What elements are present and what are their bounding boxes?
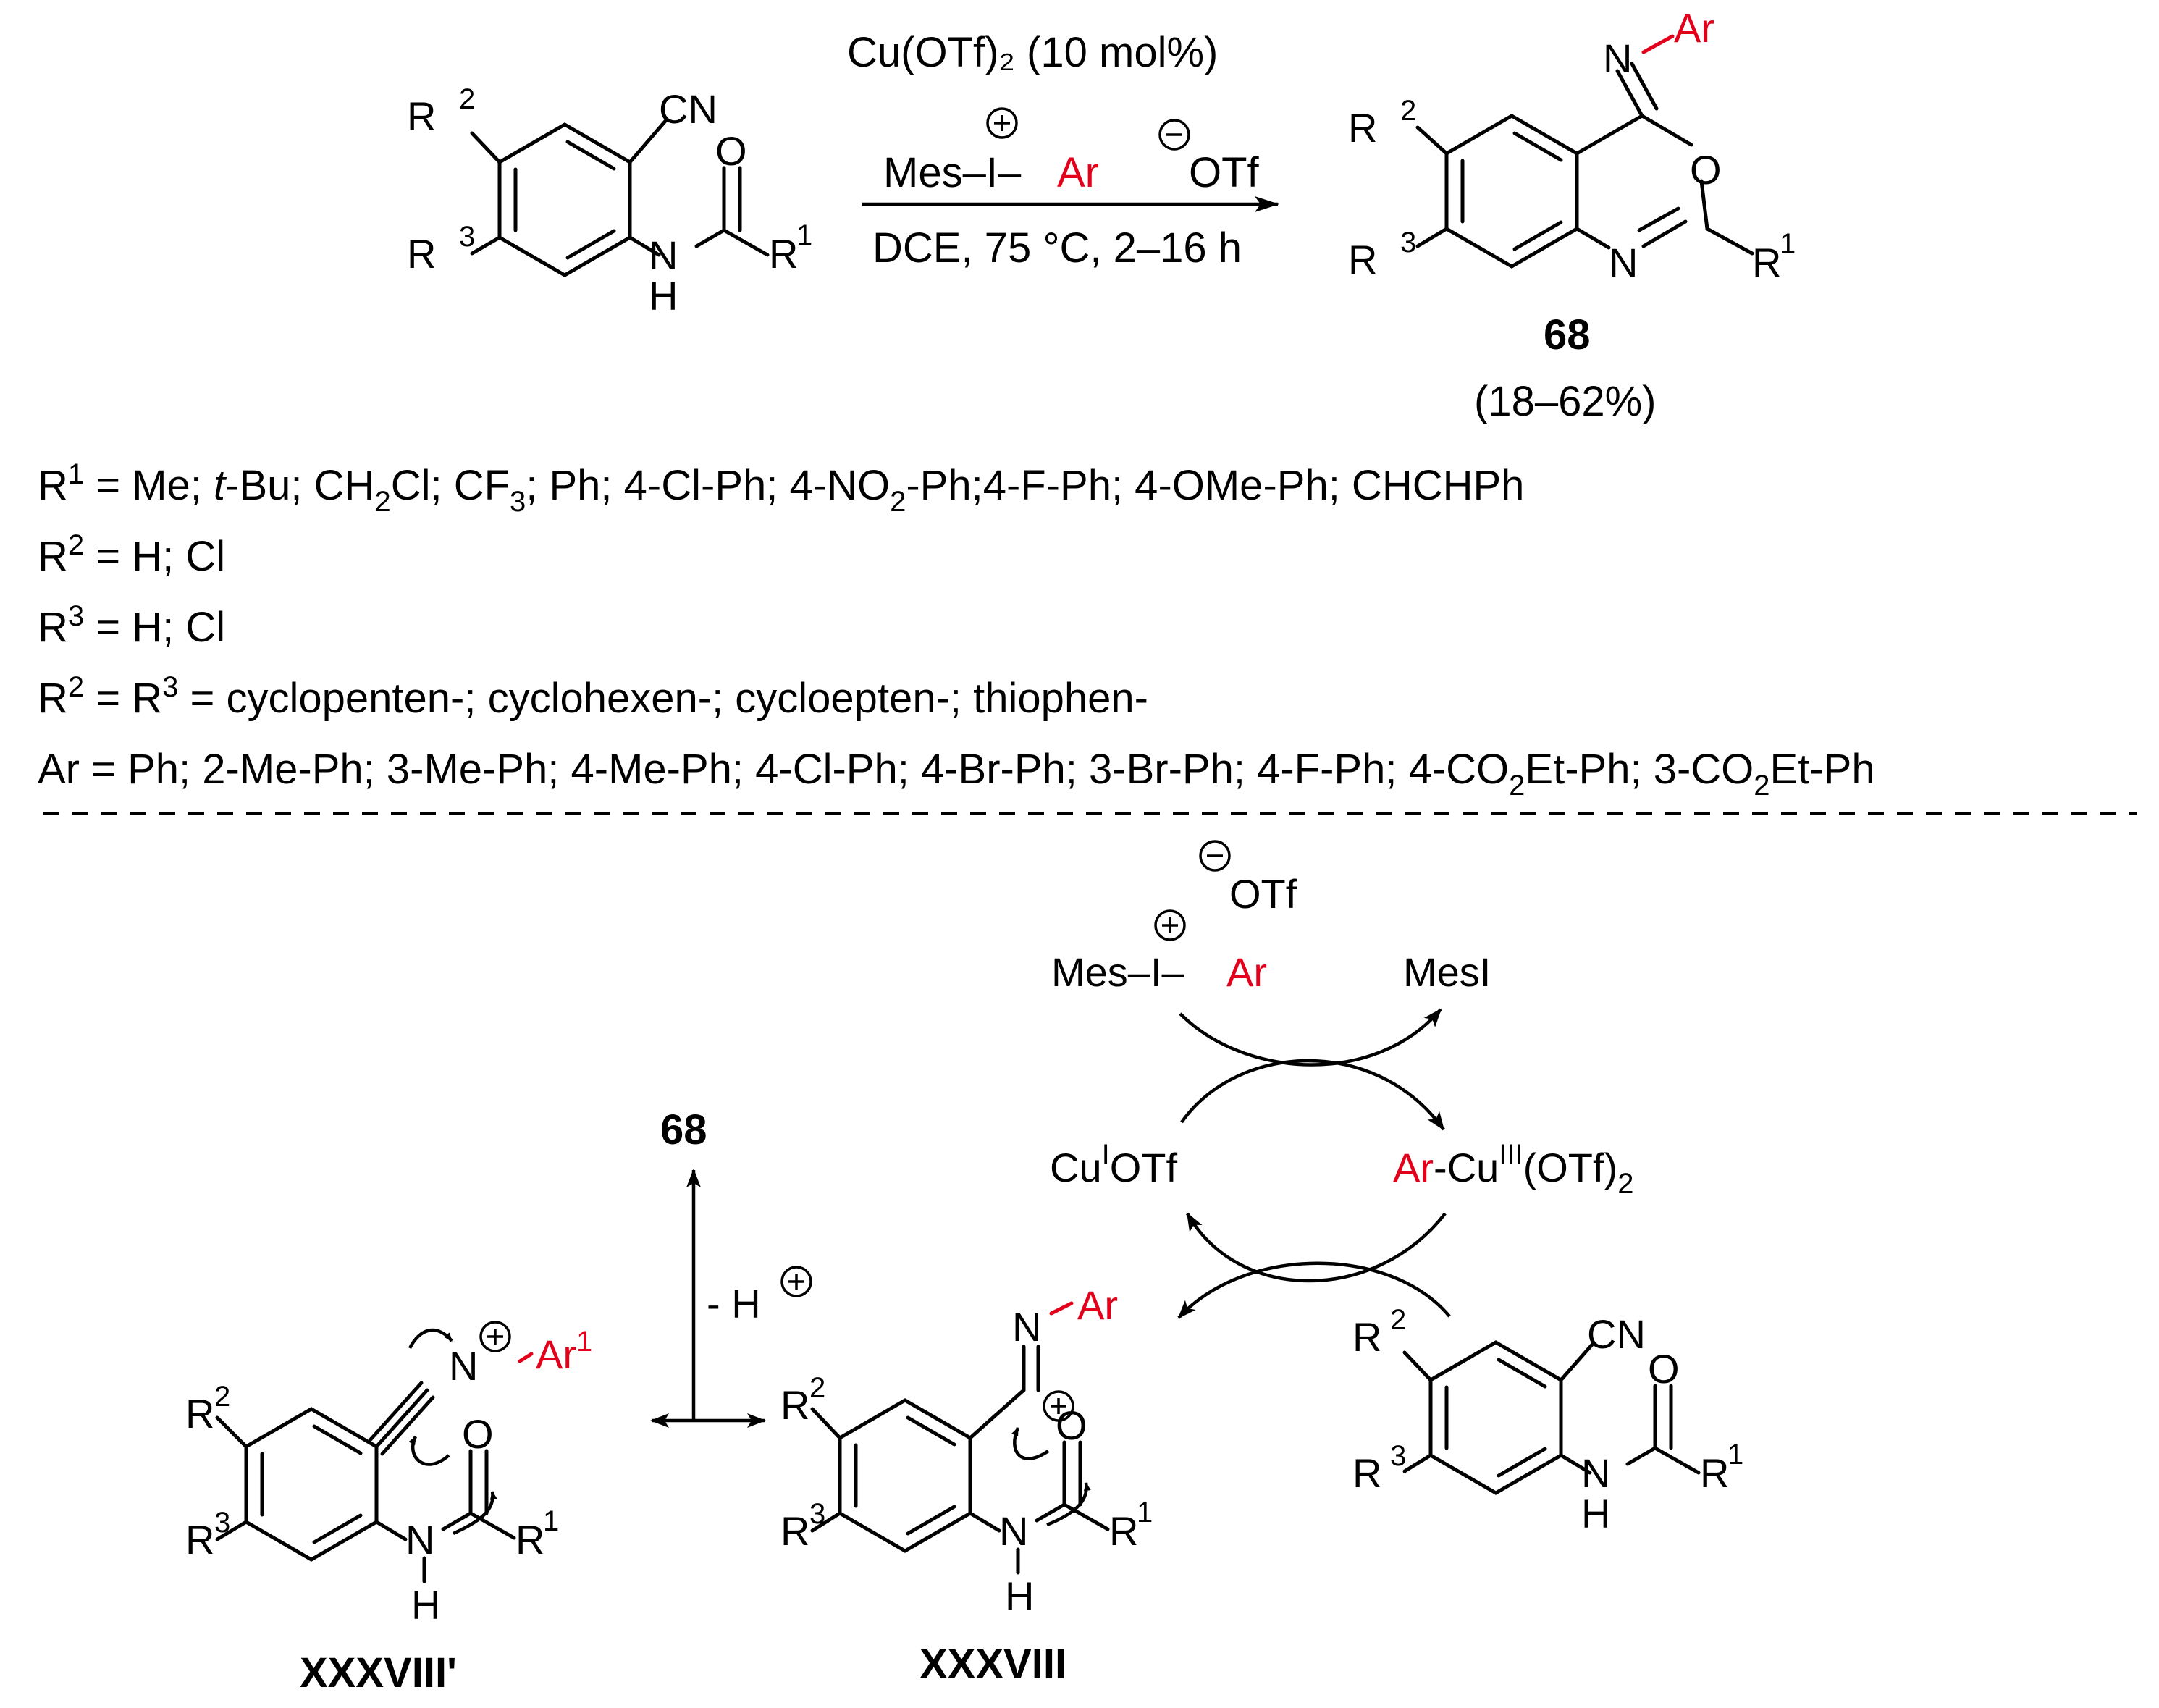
ms-r1-label: R	[1700, 1450, 1729, 1496]
product-yield: (18–62%)	[1474, 378, 1656, 425]
svg-text:1: 1	[1137, 1497, 1153, 1528]
product-68: N Ar O N R 1 R 2 R 3 68 (18–62%)	[1348, 5, 1796, 425]
sm-r2-label: R	[407, 93, 436, 139]
svg-text:2: 2	[1390, 1304, 1406, 1336]
r2-list: R2 = H; Cl	[38, 529, 225, 580]
svg-text:1: 1	[1780, 228, 1796, 260]
i-n-label: N	[1012, 1304, 1041, 1350]
arc-to-cu1	[1186, 1212, 1447, 1283]
ip-r3-label: R	[185, 1517, 214, 1562]
reagent-otf-label: OTf	[1189, 149, 1260, 196]
product-n-ring-label: N	[1609, 240, 1638, 285]
i-r2-label: R	[780, 1382, 809, 1428]
cycle-otf-label: OTf	[1229, 871, 1297, 917]
arc-to-intermediate	[1177, 1261, 1451, 1319]
arc-to-mesi	[1179, 1008, 1442, 1067]
minus-h-label: - H	[707, 1281, 761, 1326]
cycle-cu3-label: Ar-CuIII(OTf)2	[1393, 1139, 1633, 1200]
svg-text:1: 1	[796, 219, 812, 251]
cycle-mesi-label: MesI	[1403, 949, 1491, 995]
i-compound-label: XXXVIII	[919, 1641, 1066, 1688]
sm-r3-label: R	[407, 231, 436, 277]
i-o-label: O	[1056, 1402, 1087, 1448]
intermediate-xxxviii-prime: R 2 R 3 N Ar1 O N H R 1 XXXVIII'	[185, 1321, 592, 1696]
i-ar-label: Ar	[1077, 1282, 1118, 1328]
solvent-label: DCE, 75 °C, 2–16 h	[872, 224, 1242, 272]
ms-r3-label: R	[1352, 1450, 1381, 1496]
ip-o-label: O	[462, 1411, 494, 1457]
product-compound-number: 68	[1544, 311, 1591, 358]
r2r3-list: R2 = R3 = cyclopenten-; cyclohexen-; cyc…	[38, 671, 1148, 722]
catalytic-cycle: OTf Mes–I– Ar MesI CuIOTf Ar-CuIII(OTf)2	[1050, 840, 1633, 1319]
product-r2-label: R	[1348, 105, 1377, 151]
cycle-cu1-label: CuIOTf	[1050, 1139, 1177, 1190]
svg-text:1: 1	[543, 1505, 559, 1537]
mech-68-label: 68	[660, 1106, 707, 1153]
arc-to-cu3	[1180, 1059, 1445, 1131]
sm-r1-label: R	[769, 231, 798, 277]
svg-text:3: 3	[214, 1507, 230, 1539]
ms-h-label: H	[1581, 1491, 1610, 1536]
svg-text:2: 2	[459, 83, 475, 115]
ms-o-label: O	[1648, 1346, 1680, 1392]
i-h-label: H	[1005, 1573, 1034, 1619]
ip-n-label: N	[449, 1343, 478, 1389]
sm-n-label: N	[649, 232, 678, 278]
ip-h-label: H	[411, 1582, 440, 1628]
starting-material: R 2 R 3 CN O N H R 1	[407, 83, 812, 319]
deprotonation-step: 68 - H	[650, 1106, 812, 1428]
sm-o-label: O	[715, 128, 747, 174]
svg-text:2: 2	[214, 1381, 230, 1413]
ip-r2-label: R	[185, 1391, 214, 1436]
product-o-label: O	[1690, 147, 1722, 193]
product-r3-label: R	[1348, 237, 1377, 282]
reagent-mes-label: Mes–I–	[883, 149, 1022, 196]
ms-cn-label: CN	[1587, 1311, 1646, 1357]
svg-text:1: 1	[1727, 1439, 1743, 1471]
cycle-reagent-ar: Ar	[1226, 949, 1267, 995]
r3-list: R3 = H; Cl	[38, 600, 225, 651]
svg-text:3: 3	[1400, 227, 1416, 258]
catalyst-label: Cu(OTf)₂ (10 mol%)	[847, 29, 1218, 76]
svg-text:2: 2	[1400, 95, 1416, 127]
i-r3-label: R	[780, 1508, 809, 1554]
ar-list: Ar = Ph; 2-Me-Ph; 3-Me-Ph; 4-Me-Ph; 4-Cl…	[38, 746, 1875, 802]
intermediate-xxxviii: R 2 R 3 N Ar O N H R 1 XXXVIII	[780, 1282, 1153, 1688]
product-n-imine-label: N	[1603, 35, 1632, 81]
reagent-ar-label: Ar	[1057, 149, 1099, 196]
ms-n-label: N	[1581, 1450, 1610, 1496]
r1-list: R1 = Me; t-Bu; CH2Cl; CF3; Ph; 4-Cl-Ph; …	[38, 458, 1524, 518]
product-r1-label: R	[1752, 240, 1781, 285]
reaction-conditions: Cu(OTf)₂ (10 mol%) Mes–I– Ar OTf DCE, 75…	[847, 29, 1279, 272]
svg-text:2: 2	[809, 1372, 825, 1404]
i-r1-label: R	[1109, 1508, 1138, 1554]
sm-h-label: H	[649, 273, 678, 319]
substituent-list: R1 = Me; t-Bu; CH2Cl; CF3; Ph; 4-Cl-Ph; …	[38, 458, 1875, 802]
svg-text:3: 3	[1390, 1440, 1406, 1472]
ip-n-amide-label: N	[405, 1517, 434, 1562]
i-n-amide-label: N	[999, 1508, 1028, 1554]
ip-ar1-label: Ar1	[536, 1326, 592, 1377]
sm-cn-label: CN	[659, 86, 717, 132]
svg-text:3: 3	[809, 1498, 825, 1530]
cycle-reagent-mes: Mes–I–	[1051, 949, 1184, 995]
product-ar-label: Ar	[1674, 5, 1714, 51]
svg-text:3: 3	[459, 221, 475, 253]
ip-r1-label: R	[515, 1517, 544, 1562]
ms-r2-label: R	[1352, 1314, 1381, 1360]
ip-compound-label: XXXVIII'	[300, 1649, 457, 1696]
mechanism-substrate: R 2 R 3 CN O N H R 1	[1352, 1304, 1743, 1536]
